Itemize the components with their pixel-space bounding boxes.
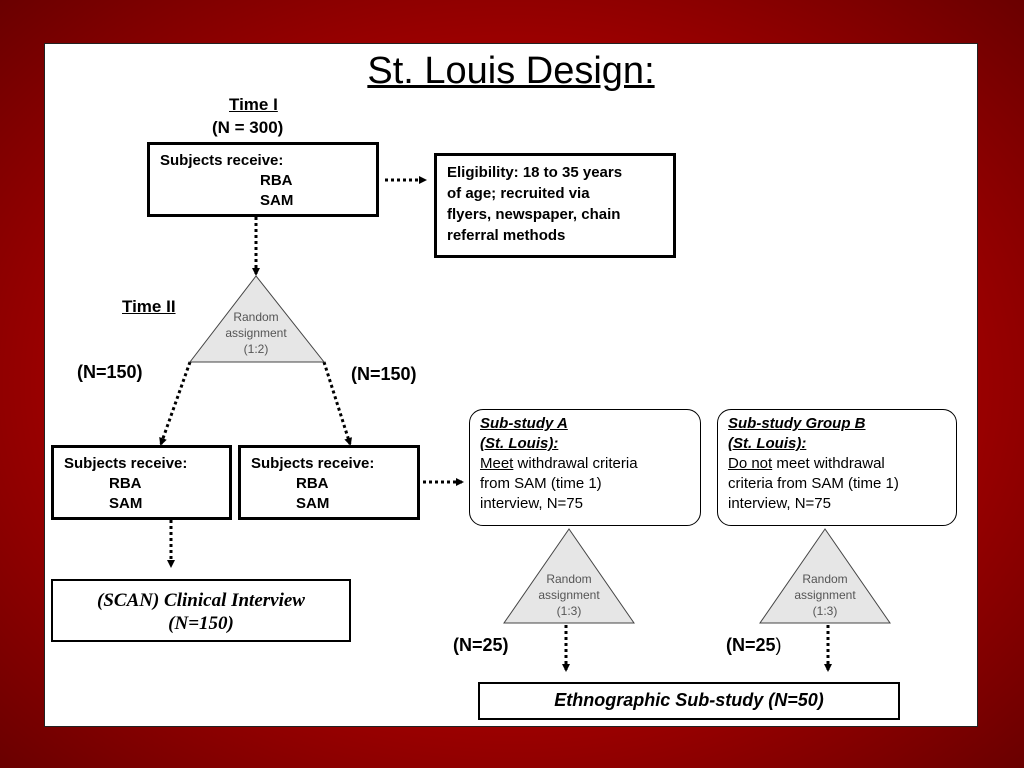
scan-n: (N=150) <box>168 613 234 634</box>
slide-canvas: St. Louis Design: Time I (N = 300) Subje <box>44 43 978 727</box>
triangle-text-line: Random <box>233 310 279 324</box>
connectors-layer <box>159 176 891 672</box>
rba-label: RBA <box>109 475 142 492</box>
subjects-receive-label: Subjects receive: <box>64 455 188 472</box>
n-25-b: (N=25) <box>726 635 782 656</box>
triangle-text-line: assignment <box>538 588 600 602</box>
random-assignment-triangle-b <box>759 528 891 624</box>
subjects-box-time-i: Subjects receive: RBA SAM <box>147 142 379 217</box>
eligibility-box: Eligibility: 18 to 35 years of age; recr… <box>434 153 676 258</box>
subjects-box-mid: Subjects receive: RBA SAM <box>238 445 420 520</box>
random-assignment-triangle-a <box>503 528 635 624</box>
arrow-to-mid-box <box>322 361 352 446</box>
rba-label: RBA <box>296 475 329 492</box>
subjects-box-left: Subjects receive: RBA SAM <box>51 445 232 520</box>
random-assignment-text-top: Random assignment (1:2) <box>206 309 306 357</box>
criteria-text: withdrawal criteria <box>513 455 638 472</box>
n-150-left: (N=150) <box>77 362 143 382</box>
triangle-text-line: Random <box>546 572 592 586</box>
sam-label: SAM <box>296 495 330 512</box>
random-assignment-triangle-top <box>188 275 326 363</box>
random-assignment-text-a: Random assignment (1:3) <box>519 571 619 619</box>
triangle-text-line: (1:3) <box>556 604 582 618</box>
substudy-a-line: from SAM (time 1) <box>480 475 602 492</box>
scan-clinical-interview-box: (SCAN) Clinical Interview (N=150) <box>51 579 351 642</box>
substudy-b-line: criteria from SAM (time 1) <box>728 475 899 492</box>
substudy-a-criteria: Meet withdrawal criteria <box>480 454 690 474</box>
triangle-text-line: (1:2) <box>243 342 269 356</box>
sam-label: SAM <box>260 192 294 209</box>
eligibility-line: of age; recruited via <box>447 185 590 202</box>
rba-label: RBA <box>260 172 293 189</box>
substudy-b-line: interview, N=75 <box>728 495 831 512</box>
substudy-a-box: Sub-study A (St. Louis): Meet withdrawal… <box>469 409 701 526</box>
subjects-receive-label: Subjects receive: <box>251 455 375 472</box>
random-assignment-text-b: Random assignment (1:3) <box>775 571 875 619</box>
subjects-receive-label: Subjects receive: <box>160 152 284 169</box>
triangle-text-line: Random <box>802 572 848 586</box>
criteria-emphasis: Do not <box>728 455 773 472</box>
time-ii-label: Time II <box>122 297 176 316</box>
eligibility-line: referral methods <box>447 227 566 244</box>
n-150-right: (N=150) <box>351 364 417 384</box>
substudy-a-line: interview, N=75 <box>480 495 583 512</box>
triangle-text-line: assignment <box>225 326 287 340</box>
n-25-b-value: (N=25 <box>726 635 776 655</box>
substudy-b-box: Sub-study Group B (St. Louis): Do not me… <box>717 409 957 526</box>
ethnographic-substudy-box: Ethnographic Sub-study (N=50) <box>478 682 900 720</box>
substudy-b-criteria: Do not meet withdrawal <box>728 454 946 474</box>
arrow-to-left-box <box>159 361 192 446</box>
page-title: St. Louis Design: <box>367 50 655 92</box>
substudy-b-title: Sub-study Group B <box>728 415 866 432</box>
eligibility-line: flyers, newspaper, chain <box>447 206 621 223</box>
criteria-text: meet withdrawal <box>772 455 885 472</box>
sam-label: SAM <box>109 495 143 512</box>
eligibility-line: Eligibility: 18 to 35 years <box>447 164 623 181</box>
substudy-b-subtitle: (St. Louis): <box>728 435 807 452</box>
n-25-b-paren: ) <box>775 635 782 655</box>
time-i-n: (N = 300) <box>212 118 284 137</box>
time-i-label: Time I <box>229 95 278 114</box>
substudy-a-subtitle: (St. Louis): <box>480 435 559 452</box>
triangle-text-line: (1:3) <box>812 604 838 618</box>
substudy-a-title: Sub-study A <box>480 415 568 432</box>
scan-title: (SCAN) Clinical Interview <box>97 590 305 611</box>
n-25-a: (N=25) <box>453 635 509 655</box>
triangle-text-line: assignment <box>794 588 856 602</box>
criteria-emphasis: Meet <box>480 455 514 472</box>
